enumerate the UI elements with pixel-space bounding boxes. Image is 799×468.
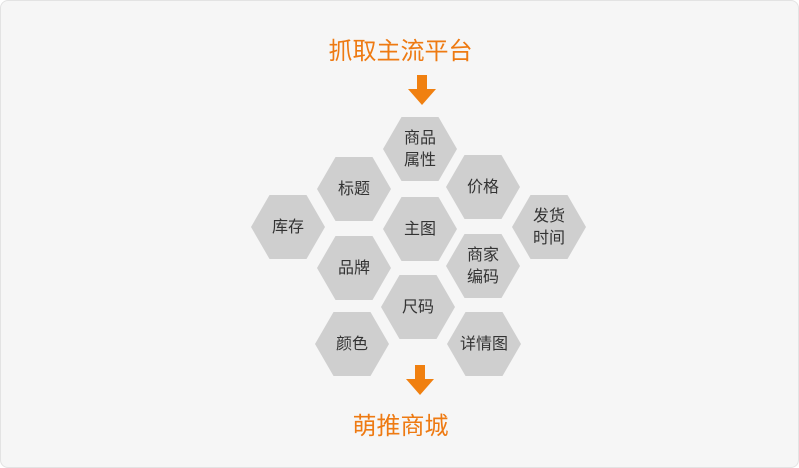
target-title: 萌推商城	[352, 412, 449, 440]
hex-label-product-code: 商家 编码	[466, 245, 499, 286]
hex-brand: 品牌	[317, 236, 391, 300]
hex-title: 标题	[317, 157, 391, 221]
hex-shipping-time: 发货 时间	[512, 195, 586, 259]
hex-label-price: 价格	[466, 177, 499, 196]
hex-product-attributes: 商品 属性	[383, 117, 457, 181]
hex-label-shipping-time: 发货 时间	[532, 206, 565, 247]
hex-label-title: 标题	[337, 179, 370, 198]
hex-label-brand: 品牌	[337, 258, 370, 277]
hex-inventory: 库存	[251, 195, 325, 259]
down-arrow-top	[408, 75, 436, 105]
hex-label-size: 尺码	[401, 297, 434, 316]
hex-product-code: 商家 编码	[446, 234, 520, 298]
source-title: 抓取主流平台	[328, 37, 473, 65]
down-arrow-bottom	[406, 365, 434, 395]
hex-label-inventory: 库存	[271, 217, 304, 236]
hex-label-product-attributes: 商品 属性	[403, 128, 436, 169]
hex-label-color: 颜色	[335, 334, 368, 353]
hex-label-detail-image: 详情图	[459, 334, 508, 353]
hex-label-main-image: 主图	[403, 219, 436, 238]
hex-size: 尺码	[381, 275, 455, 339]
hex-detail-image: 详情图	[447, 312, 521, 376]
hex-price: 价格	[446, 155, 520, 219]
hex-color: 颜色	[315, 312, 389, 376]
hex-main-image: 主图	[383, 197, 457, 261]
